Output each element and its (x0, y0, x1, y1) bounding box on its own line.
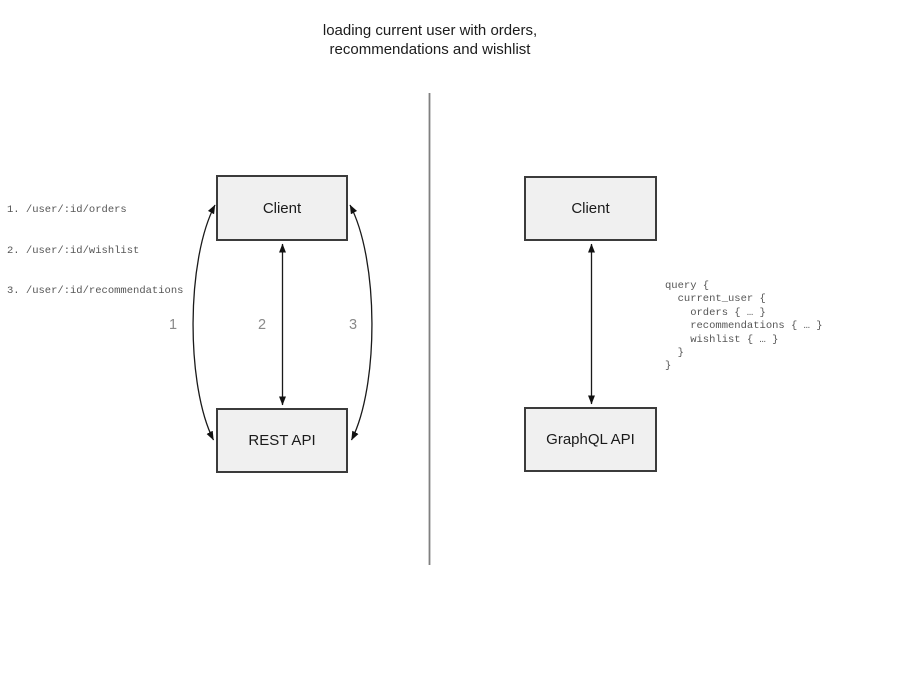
endpoint-item-wishlist: 2. /user/:id/wishlist (7, 244, 140, 257)
node-label: REST API (248, 432, 316, 449)
node-label: Client (571, 200, 610, 217)
client-node-graphql: Client (524, 176, 657, 241)
client-node-rest: Client (216, 175, 348, 241)
arrow-label-1: 1 (168, 317, 178, 333)
node-label: Client (262, 199, 302, 217)
diagram-title: loading current user with orders, recomm… (130, 21, 730, 59)
title-line-1: loading current user with orders, (322, 22, 538, 39)
endpoint-item-recommendations: 3. /user/:id/recommendations (7, 285, 184, 297)
node-label: GraphQL API (546, 431, 635, 448)
rest-api-node: REST API (216, 408, 348, 473)
title-line-2: recommendations and wishlist (329, 41, 531, 58)
arrow-label-3: 3 (348, 317, 358, 333)
graphql-api-node: GraphQL API (524, 407, 657, 472)
graphql-query-code: query { current_user { orders { … } reco… (665, 280, 823, 373)
rest-endpoint-list: 1. /user/:id/orders 2. /user/:id/wishlis… (7, 177, 183, 326)
arrow-recommendations-curve (349, 204, 373, 441)
arrow-label-2: 2 (257, 317, 267, 333)
arrow-orders-curve (192, 204, 216, 441)
endpoint-item-orders: 1. /user/:id/orders (7, 204, 127, 216)
